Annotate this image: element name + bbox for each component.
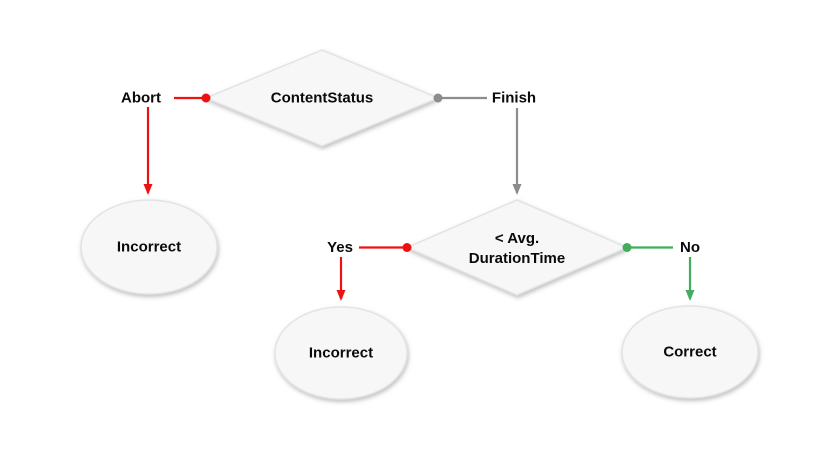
edge-finish: Finish xyxy=(433,90,536,195)
no-connector-dot xyxy=(622,243,632,252)
content-status-label: ContentStatus xyxy=(271,90,374,107)
abort-connector-dot xyxy=(201,93,211,103)
incorrect-left-ellipse xyxy=(80,199,218,295)
avg-duration-time-label-line1: < Avg. xyxy=(495,230,539,247)
avg-duration-time-diamond xyxy=(405,199,629,296)
avg-duration-time-label-line2: DurationTime xyxy=(469,250,565,267)
incorrect-middle-label: Incorrect xyxy=(309,345,373,362)
finish-connector-dot xyxy=(433,93,443,103)
yes-connector-dot xyxy=(402,243,412,252)
incorrect-left-label: Incorrect xyxy=(117,239,181,256)
correct-right-label: Correct xyxy=(663,344,716,361)
node-correct-right: Correct xyxy=(621,305,759,399)
node-content-status: ContentStatus xyxy=(204,49,440,147)
finish-edge-label: Finish xyxy=(492,90,536,107)
node-avg-duration-time: < Avg. DurationTime xyxy=(405,199,629,296)
edge-yes: Yes xyxy=(327,239,412,301)
edge-abort: Abort xyxy=(121,90,211,195)
edge-no: No xyxy=(622,239,700,301)
node-incorrect-left: Incorrect xyxy=(80,199,218,295)
correct-right-ellipse xyxy=(621,305,759,399)
abort-edge-label: Abort xyxy=(121,90,161,107)
node-incorrect-middle: Incorrect xyxy=(274,306,408,400)
incorrect-middle-ellipse xyxy=(274,306,408,400)
no-edge-label: No xyxy=(680,239,700,256)
yes-edge-label: Yes xyxy=(327,239,353,256)
